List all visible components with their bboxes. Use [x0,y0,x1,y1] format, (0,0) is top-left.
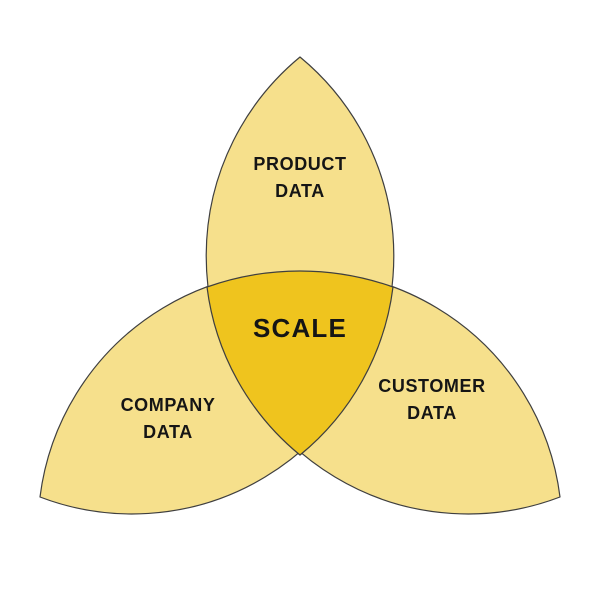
label-center-scale: SCALE [253,313,347,343]
label-product-line1: PRODUCT [253,154,346,174]
center-overlap-region [206,270,394,456]
label-company-line1: COMPANY [121,395,216,415]
label-company-line2: DATA [143,422,193,442]
label-customer-line2: DATA [407,403,457,423]
label-customer-line1: CUSTOMER [378,376,485,396]
label-product-line2: DATA [275,181,325,201]
